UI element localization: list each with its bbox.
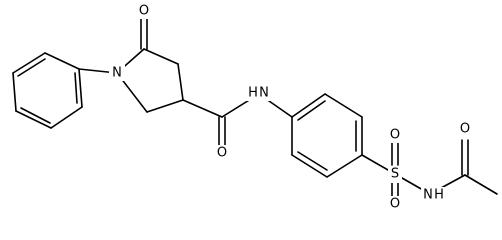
- acetyl-hydrogen-label: H: [434, 188, 444, 203]
- bond: [291, 93, 326, 118]
- ketone-oxygen-label: O: [139, 4, 149, 19]
- sulfur-label: S: [391, 167, 399, 182]
- bond: [326, 154, 363, 178]
- bond: [15, 110, 52, 129]
- bond: [20, 107, 51, 124]
- sulfonyl-oxygen-top-label: O: [390, 128, 400, 143]
- amide-nitrogen-label: N: [259, 86, 269, 101]
- bond: [78, 68, 83, 108]
- bond: [12, 72, 17, 112]
- bond: [182, 99, 223, 118]
- atom-labels: O N O H N S O O N H O: [109, 3, 472, 212]
- amide-oxygen-label: O: [217, 146, 227, 161]
- acetyl-oxygen-label: O: [460, 122, 470, 137]
- bond: [146, 99, 184, 113]
- bond: [50, 106, 83, 129]
- bonds: [12, 16, 498, 201]
- bond: [324, 93, 363, 118]
- bond: [291, 154, 328, 178]
- bond: [44, 52, 80, 70]
- sulfonyl-oxygen-bottom-label: O: [390, 197, 400, 212]
- ring-nitrogen-label: N: [112, 66, 122, 81]
- bond: [143, 48, 179, 65]
- bond: [177, 63, 184, 101]
- amide-hydrogen-label: H: [248, 86, 258, 101]
- bond: [297, 151, 328, 171]
- bond: [12, 52, 46, 74]
- bond: [297, 100, 326, 121]
- structure-diagram: O N O H N S O O N H O: [12, 3, 498, 212]
- molecule-canvas: O N O H N S O O N H O: [12, 3, 498, 212]
- bond: [464, 174, 498, 195]
- bond: [74, 72, 78, 104]
- bond: [17, 58, 46, 77]
- acetyl-nitrogen-label: N: [423, 188, 433, 203]
